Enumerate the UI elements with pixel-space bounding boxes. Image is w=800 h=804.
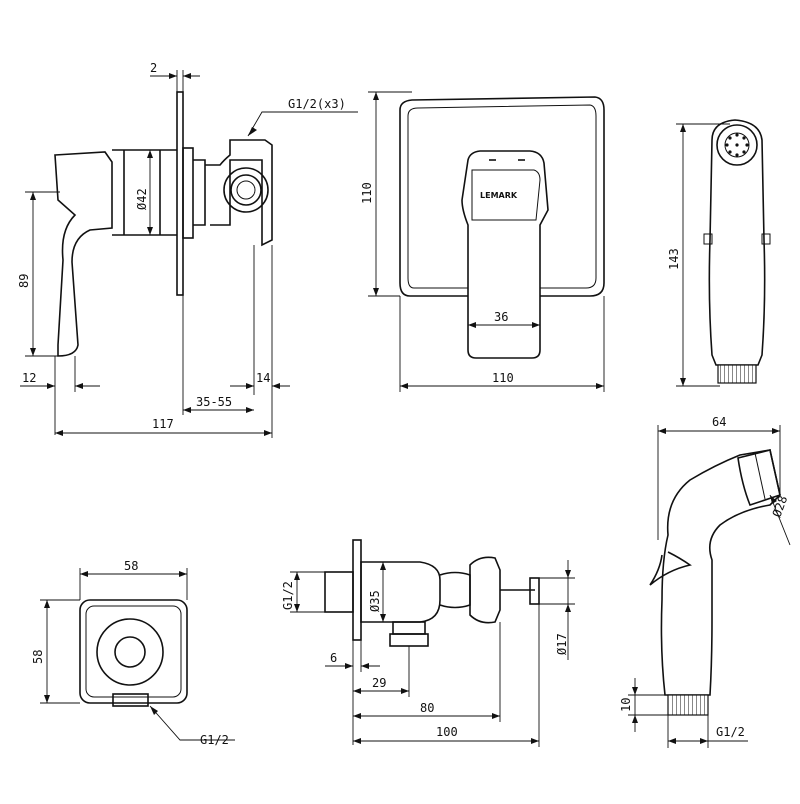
dim-front-height: 110 [360, 182, 374, 204]
dim-side-thread: G1/2(x3) [288, 97, 346, 111]
dim-valve-spacing: 29 [372, 676, 386, 690]
dim-side-diameter: Ø42 [135, 188, 149, 210]
dim-side-back: 14 [256, 371, 270, 385]
spray-top-view: 143 [667, 119, 771, 387]
dim-head-diameter: Ø28 [770, 494, 791, 519]
dim-valve-diameter: Ø35 [368, 590, 382, 612]
wall-holder-view: 58 58 G1/2 [31, 559, 235, 747]
dim-side-total-length: 117 [152, 417, 174, 431]
wall-plate [176, 91, 184, 296]
holder-ring-inner [114, 636, 146, 668]
dim-valve-offset: 6 [330, 651, 337, 665]
outlet-ring-core [236, 180, 256, 200]
spray-nozzle-face [716, 124, 758, 166]
mixer-side-view: 2 G1/2(x3) Ø42 89 12 14 [17, 61, 358, 438]
holder-plate-inner [85, 605, 182, 698]
brand-logo: LEMARK [480, 191, 518, 200]
front-handle [461, 150, 549, 359]
dim-side-wall-depth: 35-55 [196, 395, 232, 409]
front-cover-plate [399, 96, 605, 297]
dim-head-width: 64 [712, 415, 726, 429]
valve-thread-end [324, 571, 354, 613]
valve-stem-cap [529, 577, 540, 605]
front-handle-top [471, 169, 541, 221]
holder-outlet [112, 693, 149, 707]
dim-valve-length-100: 100 [436, 725, 458, 739]
plate-flange [182, 147, 194, 239]
dim-front-handle-width: 36 [494, 310, 508, 324]
holder-ring-outer [96, 618, 164, 686]
spray-holes [725, 133, 749, 157]
valve-body [193, 139, 273, 247]
valve-outlet-upper [392, 621, 426, 635]
spray-side-nozzle [737, 449, 781, 506]
dim-front-width: 110 [492, 371, 514, 385]
dim-valve-length-80: 80 [420, 701, 434, 715]
lever-handle [54, 151, 113, 357]
spray-button-right [761, 233, 771, 245]
dim-valve-knob-diameter: Ø17 [555, 633, 569, 655]
dim-holder-width: 58 [124, 559, 138, 573]
valve-outlet-lower [389, 633, 429, 647]
dim-side-offset: 12 [22, 371, 36, 385]
dim-head-thread: G1/2 [716, 725, 745, 739]
angle-valve-view: G1/2 Ø35 Ø17 6 29 80 [281, 539, 575, 747]
outlet-ring-outer [223, 167, 269, 213]
valve-neck [439, 571, 471, 609]
spray-thread [717, 364, 757, 384]
spray-side-body [660, 449, 781, 696]
holder-plate-outer [79, 599, 188, 704]
spray-body [708, 119, 766, 366]
dim-spray-length: 143 [667, 248, 681, 270]
dim-head-thread-length: 10 [619, 698, 633, 712]
mixer-front-view: LEMARK 110 36 110 [360, 91, 605, 392]
valve-flange [352, 539, 362, 641]
valve-knob [469, 556, 501, 624]
front-cover-inner [407, 104, 597, 289]
dim-side-thickness: 2 [150, 61, 157, 75]
spray-side-thread [667, 694, 709, 716]
dim-holder-height: 58 [31, 650, 45, 664]
dim-valve-thread: G1/2 [281, 581, 295, 610]
dim-holder-thread: G1/2 [200, 733, 229, 747]
spray-side-view: 64 Ø28 10 G1/2 [619, 415, 791, 748]
spray-side-trigger [649, 551, 692, 586]
spray-button-left [703, 233, 713, 245]
dim-side-height: 89 [17, 274, 31, 288]
spray-nozzle-inner [724, 132, 750, 158]
handle-cylinder [112, 149, 177, 236]
outlet-ring-inner [230, 174, 262, 206]
